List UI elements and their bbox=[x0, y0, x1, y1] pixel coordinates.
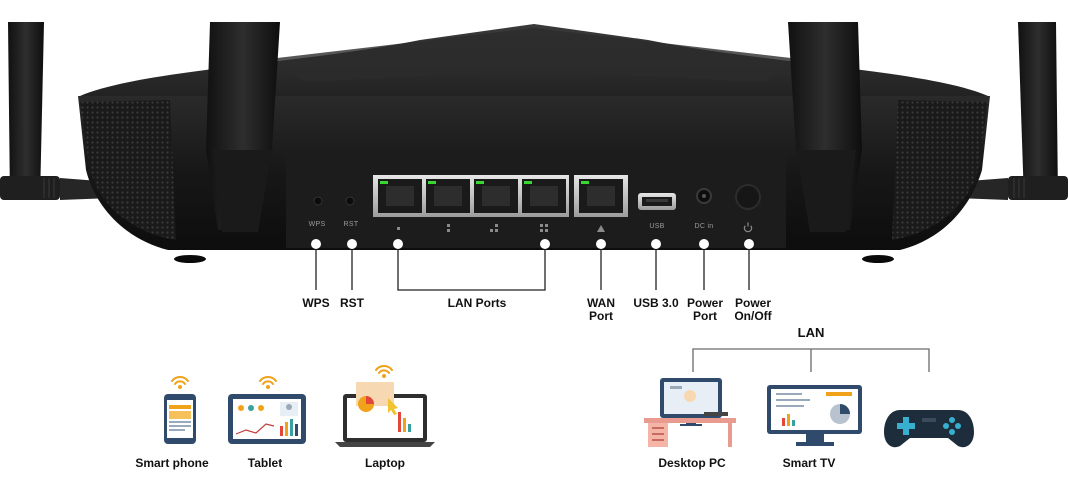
device-label-tablet: Tablet bbox=[247, 456, 283, 470]
lan-group-title: LAN bbox=[797, 325, 825, 340]
power-button bbox=[735, 184, 761, 210]
device-label-desktop-pc: Desktop PC bbox=[658, 456, 726, 470]
lan-port-block bbox=[373, 175, 569, 217]
tablet-icon bbox=[228, 394, 306, 444]
callout-dots bbox=[311, 239, 754, 249]
port-label-rst: RST bbox=[343, 221, 359, 228]
callout-lines bbox=[315, 244, 750, 291]
antenna-right-rear bbox=[956, 22, 1068, 200]
wifi-icon bbox=[171, 365, 393, 389]
wan-globe-icon bbox=[597, 225, 605, 232]
smart-tv-icon bbox=[767, 385, 862, 446]
port-label-dc-in: DC in bbox=[694, 223, 714, 230]
callout-wan-port: WAN Port bbox=[587, 296, 615, 323]
usb-port bbox=[638, 193, 676, 210]
lan-port-markers bbox=[397, 224, 548, 232]
callout-power-switch: Power On/Off bbox=[734, 296, 772, 323]
device-label-smart-tv: Smart TV bbox=[782, 456, 836, 470]
laptop-icon bbox=[335, 382, 435, 447]
smartphone-icon bbox=[164, 394, 196, 444]
lan-bracket bbox=[692, 348, 930, 372]
rst-button-hole bbox=[345, 196, 355, 206]
wan-port bbox=[574, 175, 628, 217]
antenna-left-rear bbox=[0, 22, 112, 200]
device-label-laptop: Laptop bbox=[365, 456, 405, 470]
port-label-usb: USB bbox=[649, 223, 665, 230]
port-label-wps: WPS bbox=[308, 221, 326, 228]
antenna-left-front bbox=[206, 22, 280, 232]
callout-usb: USB 3.0 bbox=[633, 296, 679, 310]
callout-wps: WPS bbox=[302, 296, 330, 310]
lan-port-4 bbox=[522, 179, 566, 213]
desktop-pc-icon bbox=[644, 378, 736, 447]
gamepad-icon bbox=[884, 410, 974, 448]
lan-port-3 bbox=[474, 179, 518, 213]
lan-port-2 bbox=[426, 179, 470, 213]
power-icon bbox=[743, 222, 753, 233]
lan-port-1 bbox=[378, 179, 422, 213]
device-label-smartphone: Smart phone bbox=[135, 456, 209, 470]
callout-rst: RST bbox=[340, 296, 364, 310]
wps-button-hole bbox=[313, 196, 323, 206]
antenna-right-front bbox=[788, 22, 862, 232]
callout-lan-ports: LAN Ports bbox=[447, 296, 507, 310]
callout-power-port: Power Port bbox=[686, 296, 723, 323]
